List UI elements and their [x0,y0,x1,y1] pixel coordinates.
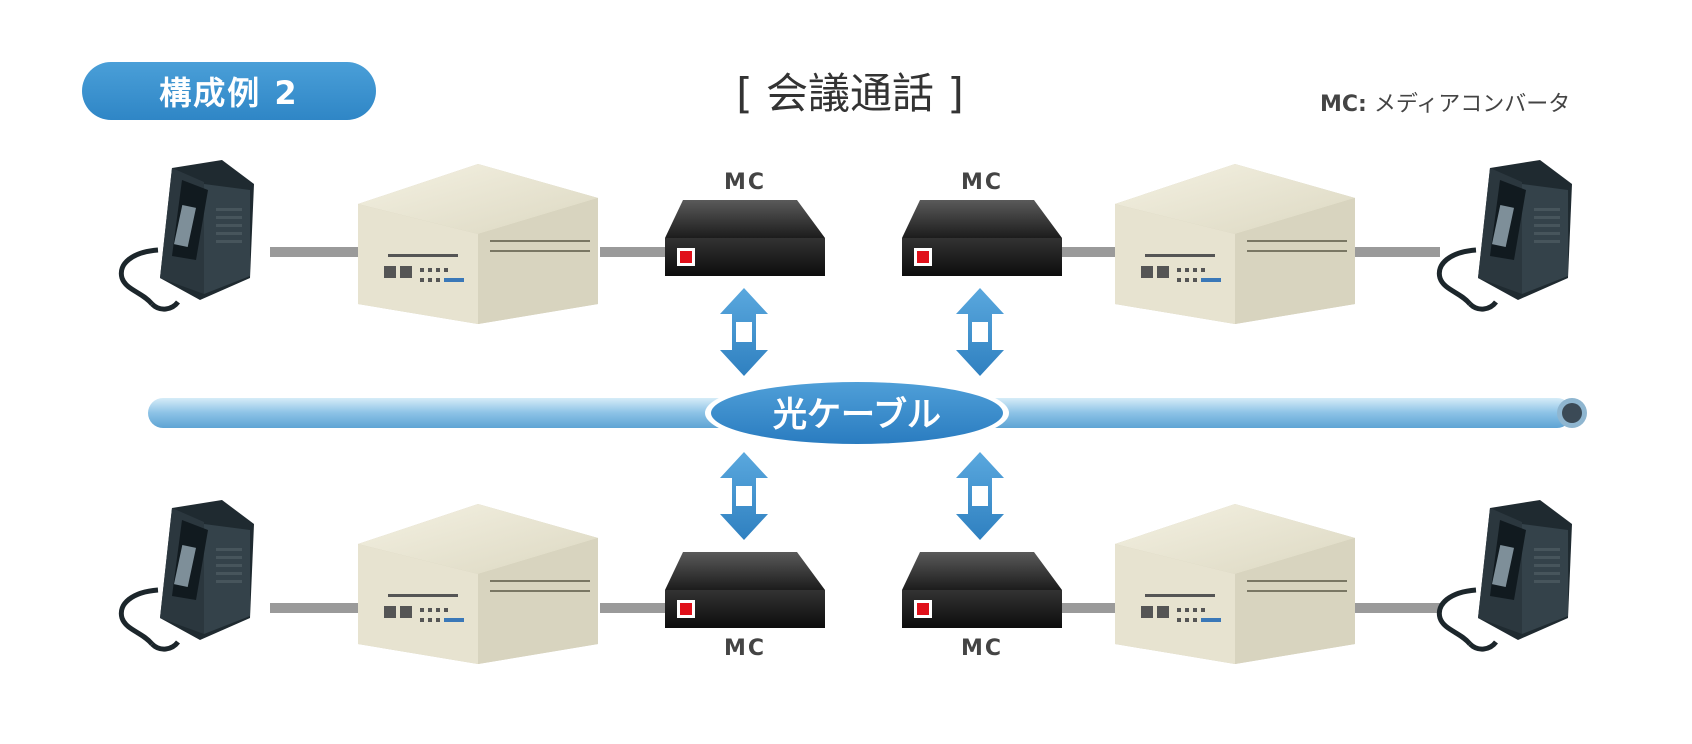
pbx-unit-icon [358,504,598,664]
mc-label-bottom-left: MC [723,636,767,661]
media-converter-icon [902,200,1062,276]
telephone-icon [121,160,254,309]
pbx-unit-icon [1115,504,1355,664]
bidirectional-arrow-icon [720,452,768,540]
mc-label-top-left: MC [723,170,767,195]
media-converter-icon [665,552,825,628]
telephone-icon [1439,500,1572,649]
media-converter-icon [902,552,1062,628]
legend-text: メディアコンバータ [1366,92,1571,117]
mc-label-top-right: MC [960,170,1004,195]
telephone-icon [1439,160,1572,309]
bidirectional-arrow-icon [956,452,1004,540]
bidirectional-arrow-icon [956,288,1004,376]
config-example-badge: 構成例 2 [82,62,376,120]
pbx-unit-icon [1115,164,1355,324]
legend: MC: メディアコンバータ [1320,86,1570,118]
legend-key: MC: [1320,92,1367,117]
pbx-unit-icon [358,164,598,324]
mc-label-bottom-right: MC [960,636,1004,661]
media-converter-icon [665,200,825,276]
cable-label-ellipse: 光ケーブル [705,377,1009,449]
bidirectional-arrow-icon [720,288,768,376]
cable-label: 光ケーブル [773,395,941,435]
diagram-title: [ 会議通話 ] [736,69,964,118]
telephone-icon [121,500,254,649]
